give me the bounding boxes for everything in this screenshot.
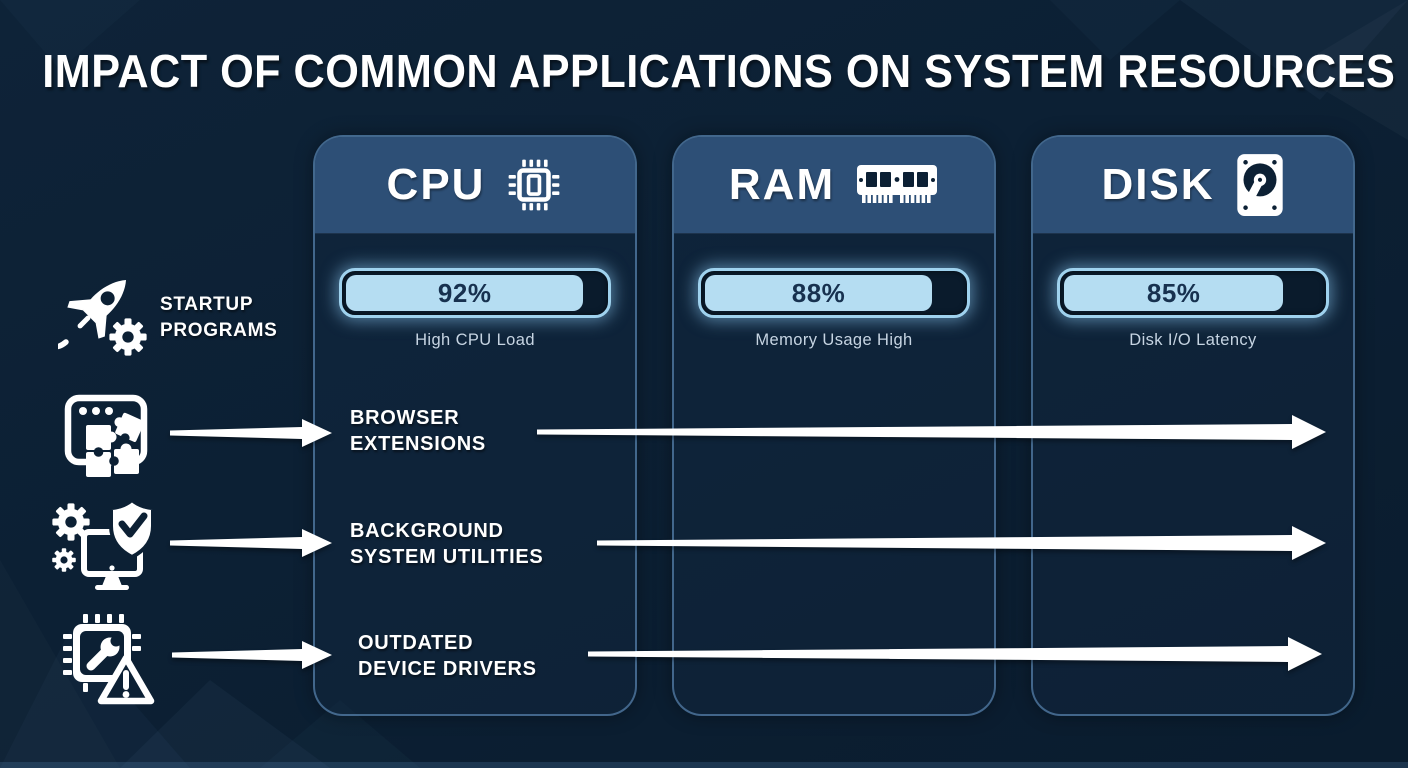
hard-disk-icon <box>1236 154 1283 216</box>
column-title-disk: DISK <box>1101 160 1215 209</box>
row-label-line2: DEVICE DRIVERS <box>358 658 537 680</box>
row-label-line1: BACKGROUND <box>350 520 504 542</box>
column-title-ram: RAM <box>728 160 836 209</box>
row-label-line1: BROWSER <box>350 407 460 429</box>
row-label-background-system-utilities: BACKGROUND SYSTEM UTILITIES <box>350 518 543 570</box>
ram-usage-value: 88% <box>791 277 846 308</box>
cpu-usage-gauge-fill: 92% <box>346 275 584 311</box>
arrow-background-utilities-short <box>170 529 332 557</box>
row-label-browser-extensions: BROWSER EXTENSIONS <box>350 405 486 457</box>
cpu-usage-gauge: 92% <box>339 268 611 318</box>
column-header-disk: DISK <box>1033 137 1353 234</box>
row-label-outdated-device-drivers: OUTDATED DEVICE DRIVERS <box>358 630 537 682</box>
arrow-browser-extensions-short <box>170 419 332 447</box>
disk-usage-caption: Disk I/O Latency <box>1129 331 1257 349</box>
arrow-device-drivers-short <box>172 641 332 669</box>
chip-wrench-warning-icon <box>63 614 155 705</box>
resource-column-ram: RAM 88% <box>672 135 996 716</box>
column-title-cpu: CPU <box>386 160 486 209</box>
row-label-line2: SYSTEM UTILITIES <box>350 546 544 568</box>
disk-usage-gauge: 85% <box>1057 268 1329 318</box>
column-header-ram: RAM <box>674 137 994 234</box>
cpu-usage-value: 92% <box>437 277 492 308</box>
column-header-cpu: CPU <box>315 137 635 234</box>
page-title: IMPACT OF COMMON APPLICATIONS ON SYSTEM … <box>42 45 1396 97</box>
row-label-startup-programs: STARTUP PROGRAMS <box>160 292 278 344</box>
row-label-line1: STARTUP <box>160 294 254 315</box>
bottom-edge-strip <box>0 762 1408 768</box>
ram-module-icon <box>857 165 938 203</box>
column-body-ram: 88% Memory Usage High <box>674 234 994 350</box>
column-body-disk: 85% Disk I/O Latency <box>1033 234 1353 350</box>
gears-monitor-shield-icon <box>52 497 155 590</box>
ram-usage-gauge: 88% <box>698 268 970 318</box>
row-label-line1: OUTDATED <box>358 632 474 654</box>
disk-usage-gauge-fill: 85% <box>1064 275 1284 311</box>
resource-column-disk: DISK 85% Disk I/O Latency <box>1031 135 1355 716</box>
cpu-usage-caption: High CPU Load <box>415 331 535 349</box>
cpu-chip-icon <box>509 159 560 211</box>
browser-puzzle-icon <box>64 394 148 477</box>
ram-usage-gauge-fill: 88% <box>705 275 933 311</box>
row-label-line2: EXTENSIONS <box>350 433 486 455</box>
ram-usage-caption: Memory Usage High <box>755 331 913 349</box>
rocket-gear-icon <box>58 279 147 356</box>
disk-usage-value: 85% <box>1146 277 1201 308</box>
column-body-cpu: 92% High CPU Load <box>315 234 635 350</box>
row-label-line2: PROGRAMS <box>160 320 278 341</box>
